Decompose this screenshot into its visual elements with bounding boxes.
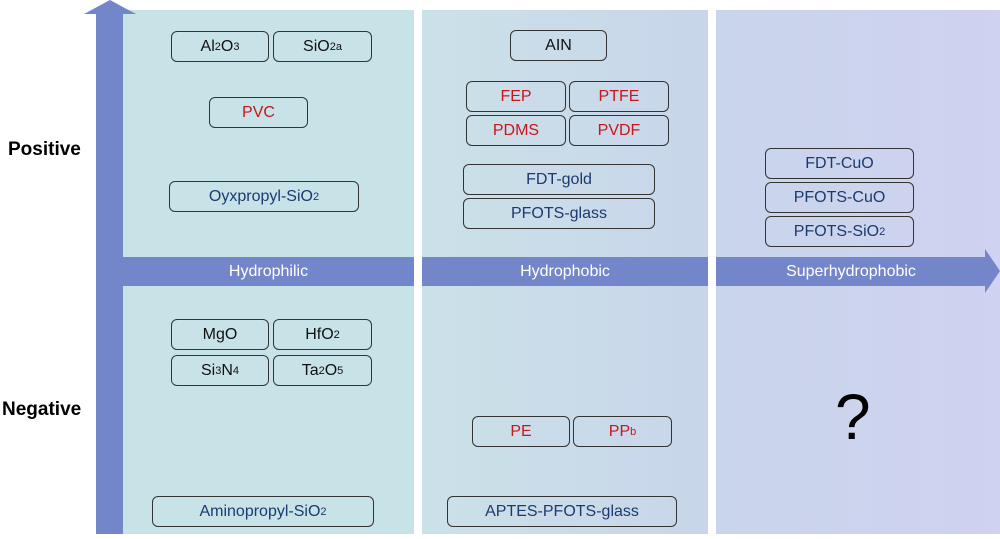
material-aptes-pfots-glass: APTES-PFOTS-glass — [447, 496, 677, 527]
negative-label: Negative — [2, 399, 82, 420]
material-mgo: MgO — [171, 319, 269, 350]
material-pvdf: PVDF — [569, 115, 669, 146]
positive-label: Positive — [8, 139, 81, 160]
material-ain: AIN — [510, 30, 607, 61]
material-pfots-cuo: PFOTS-CuO — [765, 182, 914, 213]
material-ptfe: PTFE — [569, 81, 669, 112]
material-pvc: PVC — [209, 97, 308, 128]
unknown-question-mark: ? — [835, 381, 871, 453]
material-fdt-cuo: FDT-CuO — [765, 148, 914, 179]
material-fep: FEP — [466, 81, 566, 112]
hydrophobic-label: Hydrophobic — [520, 263, 610, 280]
axis-separator — [708, 257, 716, 286]
horizontal-axis-arrow — [123, 257, 987, 286]
vertical-arrow-head — [84, 0, 136, 14]
material-pdms: PDMS — [466, 115, 566, 146]
material-fdt-gold: FDT-gold — [463, 164, 655, 195]
vertical-axis-arrow — [96, 10, 123, 534]
material-pe: PE — [472, 416, 570, 447]
horizontal-arrow-head — [985, 249, 1000, 293]
axis-separator — [414, 257, 422, 286]
material-pfots-glass: PFOTS-glass — [463, 198, 655, 229]
hydrophilic-label: Hydrophilic — [228, 263, 309, 280]
superhydrophobic-label: Superhydrophobic — [786, 263, 916, 280]
